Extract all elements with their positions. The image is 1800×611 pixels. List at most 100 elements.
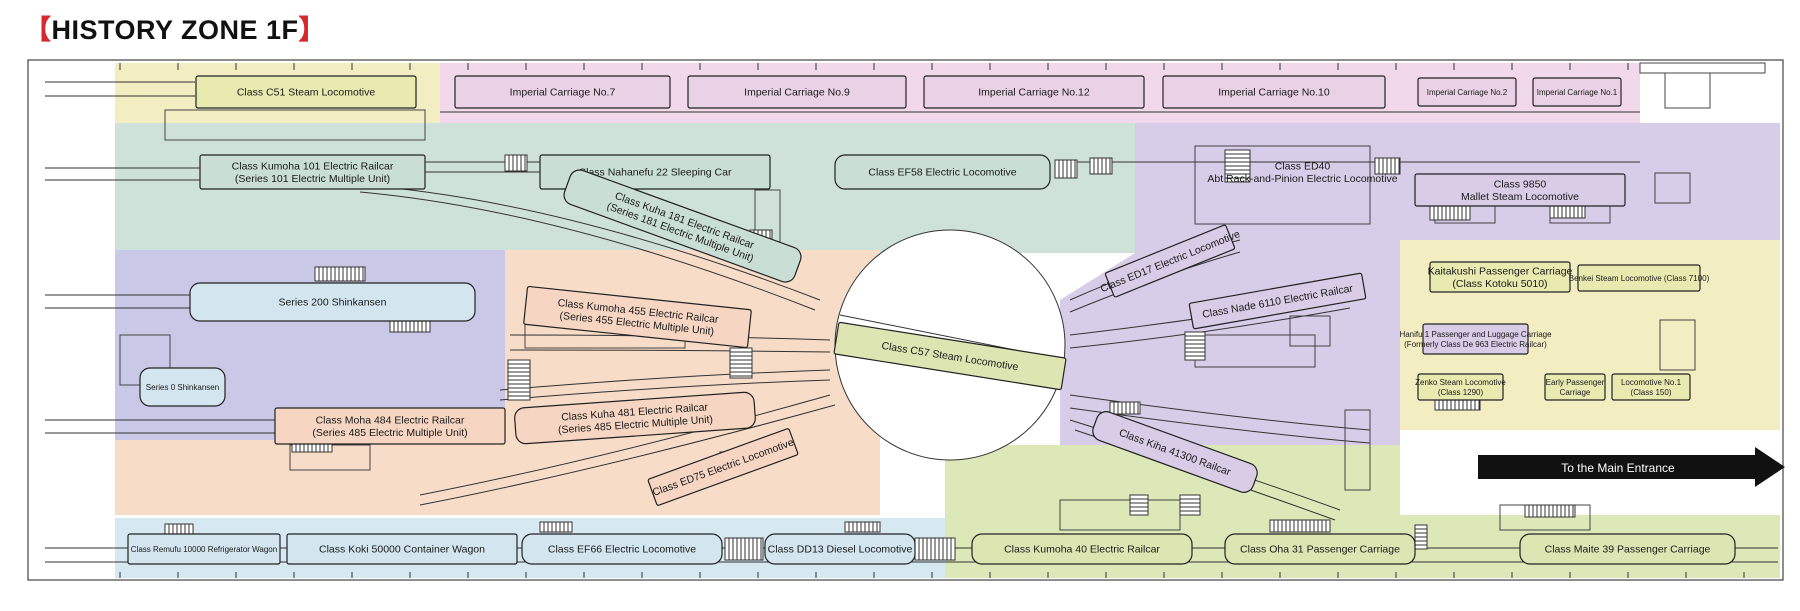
exhibit-car-shape xyxy=(923,75,1145,109)
stairs-icon xyxy=(1224,149,1251,183)
exhibit-imp7[interactable]: Imperial Carriage No.7 xyxy=(454,75,671,109)
exhibit-hanifu1[interactable]: Hanifu 1 Passenger and Luggage Carriage(… xyxy=(1399,323,1552,355)
exhibit-label: Early Passenger xyxy=(1546,378,1605,387)
entrance-arrow-shape xyxy=(1478,447,1785,487)
exhibit-car-shape xyxy=(971,533,1193,565)
exhibit-car-shape xyxy=(1417,77,1517,107)
exhibit-label: (Formerly Class De 963 Electric Railcar) xyxy=(1404,340,1547,349)
exhibit-label: Class Remufu 10000 Refrigerator Wagon xyxy=(131,545,277,554)
exhibit-label: Carriage xyxy=(1560,388,1591,397)
tracks xyxy=(45,81,1778,563)
exhibit-label: Class Oha 31 Passenger Carriage xyxy=(1240,544,1400,556)
exhibit-c51[interactable]: Class C51 Steam Locomotive xyxy=(195,75,417,109)
exhibit-label: Benkei Steam Locomotive (Class 7100) xyxy=(1569,274,1710,283)
exhibit-car-shape xyxy=(1429,261,1571,293)
exhibit-car-shape xyxy=(687,75,907,109)
exhibit-label: Locomotive No.1 xyxy=(1621,378,1682,387)
exhibit-koki[interactable]: Class Koki 50000 Container Wagon xyxy=(286,533,518,565)
exhibit-oha31[interactable]: Class Oha 31 Passenger Carriage xyxy=(1224,533,1416,565)
exhibit-label: Class C51 Steam Locomotive xyxy=(237,87,375,99)
stairs-icon xyxy=(1429,205,1471,221)
stairs-icon xyxy=(504,154,528,172)
stairs-icon xyxy=(1179,494,1201,516)
stairs-icon xyxy=(1414,524,1428,550)
stairs-icon xyxy=(164,523,194,535)
exhibit-dd13[interactable]: Class DD13 Diesel Locomotive xyxy=(764,533,916,565)
exhibit-label: Hanifu 1 Passenger and Luggage Carriage xyxy=(1399,330,1552,339)
exhibit-label: Class Koki 50000 Container Wagon xyxy=(319,544,485,556)
stairs-icon xyxy=(1374,157,1401,175)
edge-ticks xyxy=(119,63,1745,578)
exhibit-car-shape xyxy=(833,321,1067,391)
exhibit-car-shape xyxy=(1224,533,1416,565)
exhibit-kumoha40[interactable]: Class Kumoha 40 Electric Railcar xyxy=(971,533,1193,565)
exhibit-label: Series 200 Shinkansen xyxy=(279,297,387,309)
exhibit-kaitakushi[interactable]: Kaitakushi Passenger Carriage(Class Koto… xyxy=(1428,261,1573,293)
exhibit-moha484[interactable]: Class Moha 484 Electric Railcar(Series 4… xyxy=(274,407,506,445)
exhibit-imp9[interactable]: Imperial Carriage No.9 xyxy=(687,75,907,109)
exhibit-label: Imperial Carriage No.7 xyxy=(510,87,616,99)
page-title: 【HISTORY ZONE 1F】 xyxy=(24,15,327,45)
exhibit-label: (Class Kotoku 5010) xyxy=(1452,278,1547,290)
exhibit-label: Imperial Carriage No.12 xyxy=(978,87,1090,99)
exhibit-imp2[interactable]: Imperial Carriage No.2 xyxy=(1417,77,1517,107)
exhibit-ef66[interactable]: Class EF66 Electric Locomotive xyxy=(521,533,723,565)
exhibit-car-shape xyxy=(139,367,226,407)
exhibit-label: Class DD13 Diesel Locomotive xyxy=(768,544,913,556)
exhibit-imp1[interactable]: Imperial Carriage No.1 xyxy=(1532,77,1622,107)
stairs-icon xyxy=(1524,504,1576,518)
exhibit-label: Class Kumoha 101 Electric Railcar xyxy=(232,160,394,172)
exhibit-car-shape xyxy=(286,533,518,565)
exhibit-loco1[interactable]: Locomotive No.1(Class 150) xyxy=(1611,373,1691,401)
stairs xyxy=(164,149,1586,561)
exhibit-car-shape xyxy=(1188,272,1367,330)
exhibit-car-shape xyxy=(195,75,417,109)
main-entrance-arrow[interactable]: To the Main Entrance xyxy=(1478,447,1785,487)
exhibit-car-shape xyxy=(1104,224,1236,298)
exhibit-car-shape xyxy=(1611,373,1691,401)
stairs-icon xyxy=(539,521,573,533)
exhibit-s200[interactable]: Series 200 Shinkansen xyxy=(189,282,476,322)
exhibit-zenko[interactable]: Zenko Steam Locomotive(Class 1290) xyxy=(1415,373,1506,401)
stairs-icon xyxy=(1109,401,1141,415)
exhibit-car-shape xyxy=(523,285,752,349)
exhibit-kuha481[interactable]: Class Kuha 481 Electric Railcar(Series 4… xyxy=(514,391,756,445)
exhibit-ef58[interactable]: Class EF58 Electric Locomotive xyxy=(834,154,1051,190)
stairs-icon xyxy=(1129,494,1149,516)
stairs-icon xyxy=(914,537,956,561)
exhibit-imp12[interactable]: Imperial Carriage No.12 xyxy=(923,75,1145,109)
exhibit-label: (Series 485 Electric Multiple Unit) xyxy=(312,427,467,439)
exhibit-label: (Class 1290) xyxy=(1438,388,1484,397)
exhibit-benkei[interactable]: Benkei Steam Locomotive (Class 7100) xyxy=(1569,264,1710,292)
exhibit-car-shape xyxy=(563,169,802,283)
exhibit-car-shape xyxy=(1162,75,1386,109)
exhibit-imp10[interactable]: Imperial Carriage No.10 xyxy=(1162,75,1386,109)
exhibit-car-shape xyxy=(1519,533,1736,565)
stairs-icon xyxy=(729,347,753,379)
exhibit-label: Class Maite 39 Passenger Carriage xyxy=(1545,544,1711,556)
exhibit-s0[interactable]: Series 0 Shinkansen xyxy=(139,367,226,407)
exhibit-maite39[interactable]: Class Maite 39 Passenger Carriage xyxy=(1519,533,1736,565)
exhibit-car-shape xyxy=(521,533,723,565)
exhibit-kumoha101[interactable]: Class Kumoha 101 Electric Railcar(Series… xyxy=(199,154,426,190)
exhibit-car-shape xyxy=(1577,264,1701,292)
stairs-icon xyxy=(844,521,881,533)
stairs-icon xyxy=(389,319,431,333)
exhibit-car-shape xyxy=(1417,373,1504,401)
exhibit-car-shape xyxy=(1544,373,1606,401)
exhibit-remufu[interactable]: Class Remufu 10000 Refrigerator Wagon xyxy=(127,533,281,565)
exhibit-label: Imperial Carriage No.9 xyxy=(744,87,850,99)
exhibit-label: Class EF66 Electric Locomotive xyxy=(548,544,696,556)
exhibit-label: Class ED40 xyxy=(1275,160,1331,172)
exhibit-car-shape xyxy=(454,75,671,109)
exhibit-label: Class 9850 xyxy=(1494,178,1547,190)
stairs-icon xyxy=(1184,331,1206,361)
exhibit-car-shape xyxy=(514,391,756,445)
exhibit-label: (Series 101 Electric Multiple Unit) xyxy=(235,173,390,185)
exhibit-label: Class EF58 Electric Locomotive xyxy=(868,167,1016,179)
exhibit-label: Class Kumoha 40 Electric Railcar xyxy=(1004,544,1160,556)
